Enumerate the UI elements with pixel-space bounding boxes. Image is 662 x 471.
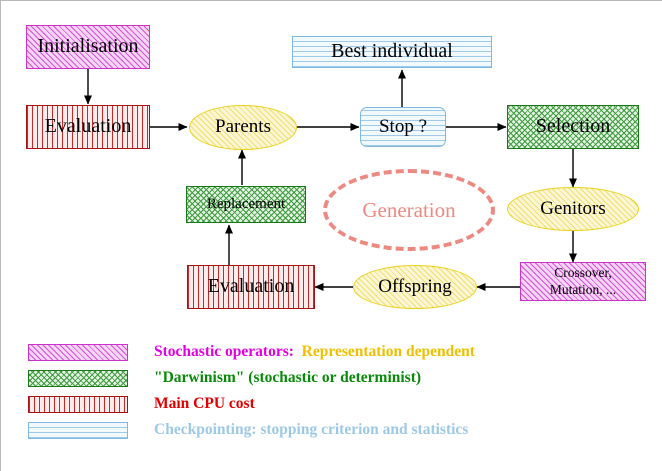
legend-swatch-green-crosshatch [28, 369, 128, 387]
legend-swatch-red-vertical-hatch [28, 395, 128, 413]
legend: Stochastic operators: Representation dep… [1, 339, 662, 443]
legend-row-darwinism: "Darwinism" (stochastic or determinist) [1, 365, 662, 391]
node-crossover-mutation[interactable]: Crossover, Mutation, ... [520, 262, 646, 301]
legend-label-stochastic-operators: Stochastic operators: Representation dep… [154, 343, 475, 360]
node-evaluation-bottom[interactable]: Evaluation [187, 265, 315, 309]
legend-label-darwinism: "Darwinism" (stochastic or determinist) [154, 369, 422, 386]
node-generation: Generation [323, 169, 495, 251]
node-selection[interactable]: Selection [507, 105, 639, 149]
legend-swatch-blue-horizontal-hatch [28, 421, 128, 439]
legend-label-checkpointing: Checkpointing: stopping criterion and st… [154, 421, 469, 438]
legend-row-stochastic-operators: Stochastic operators: Representation dep… [1, 339, 662, 365]
node-genitors[interactable]: Genitors [507, 187, 639, 231]
node-evaluation-top[interactable]: Evaluation [26, 105, 150, 149]
legend-label-main-cpu-cost: Main CPU cost [154, 395, 255, 412]
legend-row-checkpointing: Checkpointing: stopping criterion and st… [1, 417, 662, 443]
node-best-individual[interactable]: Best individual [292, 36, 492, 68]
legend-swatch-magenta-diagonal-hatch [28, 343, 128, 361]
node-parents[interactable]: Parents [189, 105, 297, 150]
node-stop[interactable]: Stop ? [360, 107, 446, 147]
legend-row-main-cpu-cost: Main CPU cost [1, 391, 662, 417]
node-initialisation[interactable]: Initialisation [26, 25, 150, 69]
node-offspring[interactable]: Offspring [353, 265, 477, 309]
node-replacement[interactable]: Replacement [186, 186, 306, 223]
